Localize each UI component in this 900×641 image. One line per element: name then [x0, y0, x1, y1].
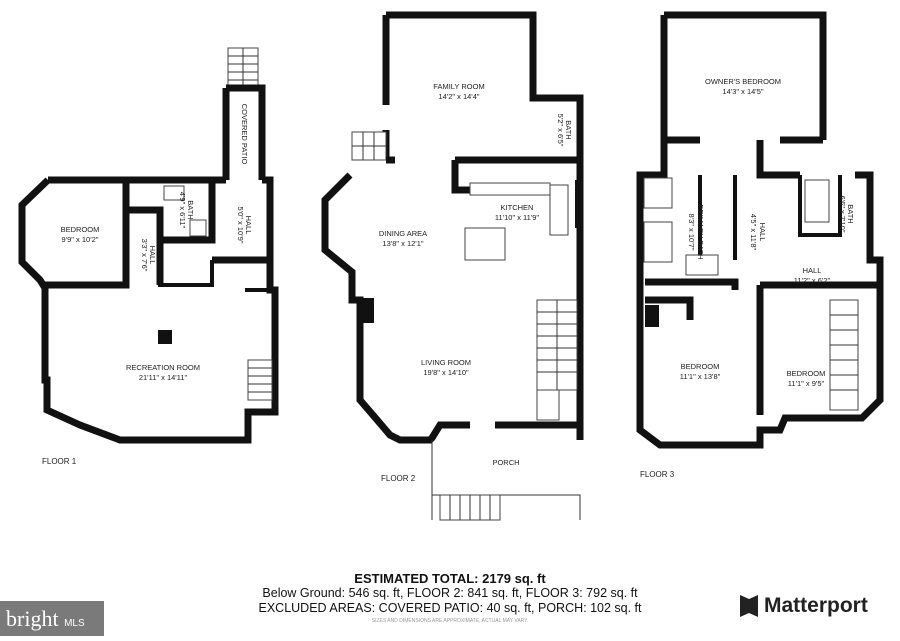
- disclaimer: SIZES AND DIMENSIONS ARE APPROXIMATE, AC…: [371, 618, 529, 624]
- excluded-areas: EXCLUDED AREAS: COVERED PATIO: 40 sq. ft…: [258, 601, 642, 615]
- room-label: RECREATION ROOM: [126, 363, 200, 372]
- room-dims: 11'1" x 13'8": [680, 372, 721, 381]
- room-dims: 8'3" x 10'7": [687, 214, 696, 251]
- matterport-logo: Matterport: [740, 594, 868, 618]
- room-dims: 21'11" x 14'11": [139, 373, 188, 382]
- room-dims: 3'3" x 7'6": [140, 239, 149, 272]
- room-label: COVERED PATIO: [240, 104, 249, 165]
- floor-label: FLOOR 3: [640, 470, 675, 479]
- room-label: BATH: [186, 200, 195, 219]
- bright-mls-logo: bright MLS: [0, 601, 104, 636]
- room-label: LIVING ROOM: [421, 358, 471, 367]
- room-label: PORCH: [492, 458, 519, 467]
- room-dims: 4'5" x 11'8": [749, 214, 758, 251]
- floor-label: FLOOR 2: [381, 474, 416, 483]
- room-dims: 11'1" x 9'5": [788, 379, 825, 388]
- room-label: HALL: [244, 216, 253, 235]
- room-dims: 6'6" x 7'10": [838, 196, 847, 233]
- matterport-icon: [740, 595, 758, 617]
- room-dims: 11'10" x 11'9": [495, 213, 540, 222]
- room-label: FAMILY ROOM: [433, 82, 484, 91]
- floor-plan: BEDROOM 9'9" x 10'2" BATH 4'9" x 6'11" H…: [18, 11, 884, 521]
- floor-1-plan: BEDROOM 9'9" x 10'2" BATH 4'9" x 6'11" H…: [18, 47, 279, 466]
- estimated-total: ESTIMATED TOTAL: 2179 sq. ft: [354, 571, 546, 586]
- room-label: HALL: [803, 266, 822, 275]
- room-label: KITCHEN: [501, 203, 534, 212]
- floor-3-plan: OWNER'S BEDROOM 14'3" x 14'5" PRIMARY BA…: [636, 11, 884, 479]
- room-label: BATH: [564, 120, 573, 139]
- room-dims: 5'2" x 6'5": [556, 114, 565, 147]
- room-dims: 14'3" x 14'5": [722, 87, 763, 96]
- mls-logo-text: MLS: [64, 618, 85, 629]
- room-dims: 11'2" x 6'2": [794, 276, 831, 285]
- room-dims: 4'9" x 6'11": [178, 192, 187, 229]
- room-label: BEDROOM: [61, 225, 100, 234]
- room-label: BEDROOM: [787, 369, 826, 378]
- room-label: BATH: [846, 204, 855, 223]
- room-dims: 9'9" x 10'2": [62, 235, 99, 244]
- bright-logo-text: bright: [6, 606, 59, 631]
- room-label: HALL: [758, 223, 767, 242]
- floor-2-plan: FAMILY ROOM 14'2" x 14'4" BATH 5'2" x 6'…: [321, 11, 584, 521]
- room-label: BEDROOM: [681, 362, 720, 371]
- room-label: OWNER'S BEDROOM: [705, 77, 781, 86]
- room-label: DINING AREA: [379, 229, 427, 238]
- room-dims: 13'8" x 12'1": [382, 239, 423, 248]
- room-dims: 19'8" x 14'10": [423, 368, 469, 377]
- room-dims: 14'2" x 14'4": [438, 92, 479, 101]
- room-dims: 5'0" x 10'9": [236, 207, 245, 244]
- matterport-logo-text: Matterport: [764, 594, 868, 617]
- room-label: HALL: [148, 246, 157, 265]
- room-label: PRIMARY BATH: [696, 204, 705, 259]
- floor-label: FLOOR 1: [42, 457, 77, 466]
- floor-areas: Below Ground: 546 sq. ft, FLOOR 2: 841 s…: [262, 586, 638, 600]
